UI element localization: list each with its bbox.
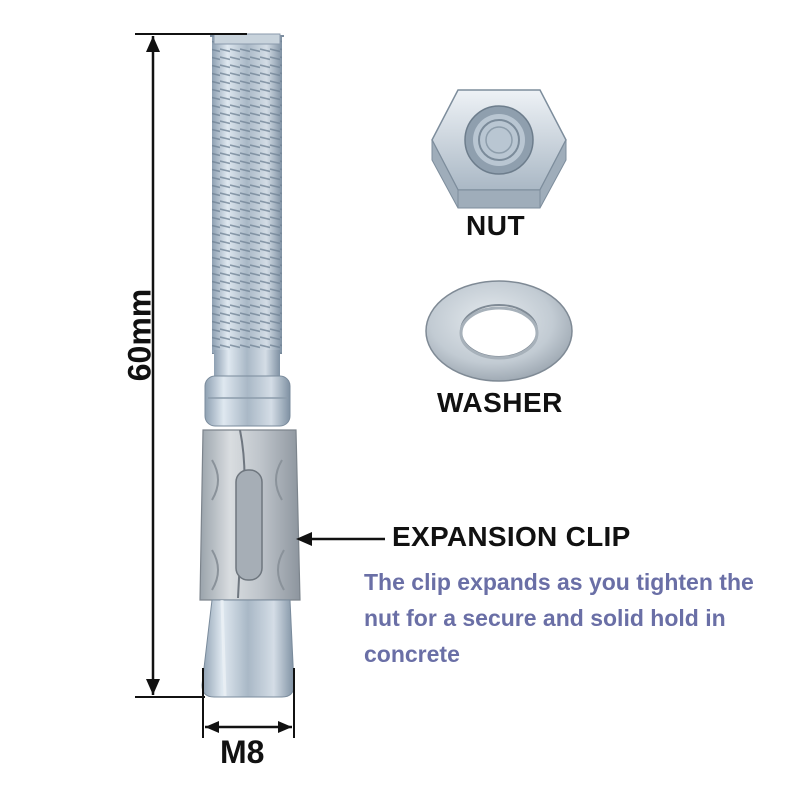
washer-label: WASHER [437,387,563,418]
nut-image [431,89,567,209]
length-dimension [135,33,247,698]
expansion-clip-sleeve [199,429,301,601]
nut-label: NUT [466,210,526,241]
expansion-clip-description: The clip expands as you tighten the nut … [364,569,754,667]
plain-shank [214,350,280,380]
anchor-bolt [199,33,301,698]
diameter-dimension [202,668,295,738]
diameter-label: M8 [220,734,265,770]
washer-image [425,280,573,382]
expansion-clip-arrow [296,532,385,546]
cone-end [201,599,295,698]
expansion-clip-label: EXPANSION CLIP [392,521,631,552]
threaded-shaft [210,33,284,354]
collar-ring [204,375,291,427]
length-label: 60mm [121,288,158,382]
